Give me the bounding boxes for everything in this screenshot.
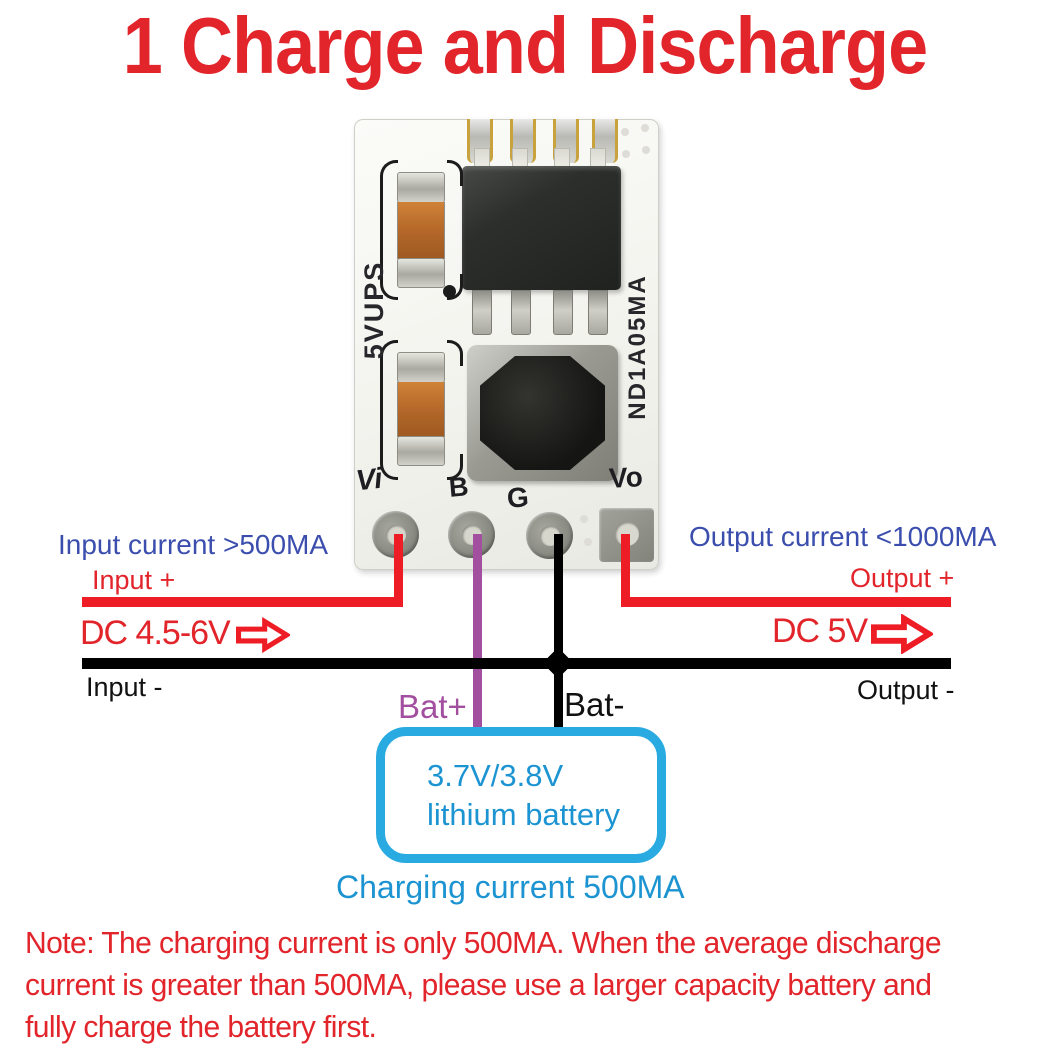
wire-battery-negative (554, 534, 563, 735)
input-voltage-label: DC 4.5-6V (80, 614, 231, 652)
speckle-dot (621, 128, 629, 136)
capacitor-terminal (397, 172, 445, 203)
speckle-dot (622, 150, 630, 158)
wire-input-positive (82, 597, 403, 607)
chip-pin (511, 290, 531, 335)
silkscreen-bracket (447, 340, 463, 366)
chip-pin (472, 290, 492, 335)
silkscreen-text-nd1a05ma: ND1A05MA (624, 274, 651, 420)
silkscreen-bracket (447, 454, 463, 480)
wire-input-positive-vertical (394, 534, 403, 603)
battery-positive-label: Bat+ (398, 688, 467, 725)
pin-label-g: G (505, 481, 530, 514)
output-current-note: Output current <1000MA (689, 521, 997, 552)
wire-ground-main (82, 658, 951, 669)
silkscreen-text-5vups: 5VUPS (359, 260, 389, 360)
input-negative-label: Input - (86, 672, 163, 702)
chip-pin (553, 290, 573, 335)
capacitor-body (397, 382, 445, 437)
silkscreen-bracket (447, 160, 463, 186)
output-voltage-label: DC 5V (772, 612, 868, 650)
input-positive-label: Input + (92, 565, 176, 595)
capacitor-terminal (397, 436, 445, 466)
hole-pad-g (526, 512, 573, 559)
soic-chip (462, 166, 621, 290)
capacitor-terminal (397, 352, 445, 383)
speckle-dot (641, 124, 649, 132)
pcb-dot (443, 285, 456, 298)
input-current-note: Input current >500MA (58, 529, 329, 560)
speckle-dot (584, 538, 592, 546)
inductor-core (480, 356, 605, 470)
silkscreen-bracket (380, 340, 398, 480)
note-line-2: current is greater than 500MA, please us… (25, 967, 932, 1002)
pin-label-vo: Vo (608, 461, 644, 494)
chip-pin (588, 290, 608, 335)
pin-label-b: B (447, 471, 470, 503)
battery-negative-label: Bat- (564, 686, 625, 723)
wire-battery-positive (473, 534, 482, 735)
page-title: 1 Charge and Discharge (122, 1, 928, 90)
silkscreen-bracket (380, 160, 398, 300)
arrow-right-icon (236, 617, 290, 653)
arrow-right-icon (871, 614, 933, 654)
output-positive-label: Output + (850, 563, 955, 593)
wire-junction-dot (542, 647, 574, 679)
wire-output-positive-vertical (621, 534, 630, 603)
capacitor-terminal (397, 258, 445, 288)
speckle-dot (642, 146, 650, 154)
charging-current-note: Charging current 500MA (336, 869, 685, 905)
battery-spec-line2: lithium battery (427, 797, 620, 832)
output-negative-label: Output - (857, 675, 955, 705)
pin-label-vi: Vi (354, 462, 384, 498)
silkscreen-bracket (447, 274, 463, 300)
battery-spec-line1: 3.7V/3.8V (427, 758, 564, 793)
note-line-1: Note: The charging current is only 500MA… (25, 925, 942, 960)
hole-pad-b (448, 511, 495, 558)
speckle-dot (580, 515, 588, 523)
note-line-3: fully charge the battery first. (25, 1009, 377, 1044)
capacitor-body (397, 202, 445, 259)
battery-box: 3.7V/3.8V lithium battery (376, 727, 666, 863)
wire-output-positive (621, 597, 951, 607)
